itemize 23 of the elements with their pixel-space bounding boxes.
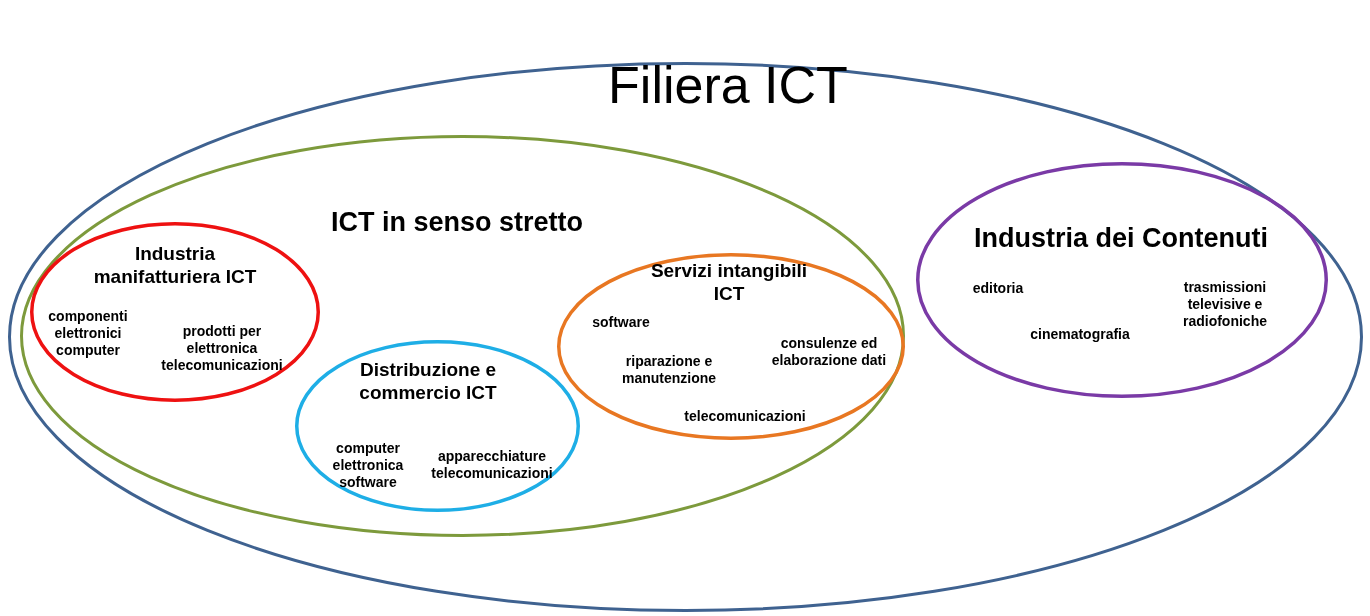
category-text: riparazione e manutenzione: [620, 353, 718, 387]
category-ellipse: [30, 222, 320, 402]
category-text: software: [591, 313, 651, 331]
category-ellipse: [8, 62, 1363, 612]
category-text: cinematografia: [1029, 325, 1131, 343]
region-title: Servizi intangibili ICT: [649, 260, 809, 306]
category-ellipse: [916, 162, 1328, 398]
region-title: Filiera ICT: [607, 54, 849, 116]
region-title: Industria dei Contenuti: [973, 221, 1269, 255]
category-text: consulenze ed elaborazione dati: [770, 335, 888, 369]
category-ellipse: [295, 340, 580, 512]
category-text: computer elettronica software: [331, 439, 405, 491]
category-text: componenti elettronici computer: [47, 307, 129, 359]
category-ellipse: [557, 253, 905, 440]
category-text: prodotti per elettronica telecomunicazioni: [160, 322, 284, 374]
category-text: telecomunicazioni: [683, 407, 807, 425]
category-ellipse: [20, 135, 905, 537]
category-text: apparecchiature telecomunicazioni: [430, 448, 554, 482]
region-title: ICT in senso stretto: [330, 205, 584, 239]
category-text: trasmissioni televisive e radiofoniche: [1182, 278, 1268, 330]
category-text: editoria: [971, 279, 1025, 297]
region-title: Industria manifatturiera ICT: [92, 243, 258, 289]
region-title: Distribuzione e commercio ICT: [358, 359, 498, 405]
